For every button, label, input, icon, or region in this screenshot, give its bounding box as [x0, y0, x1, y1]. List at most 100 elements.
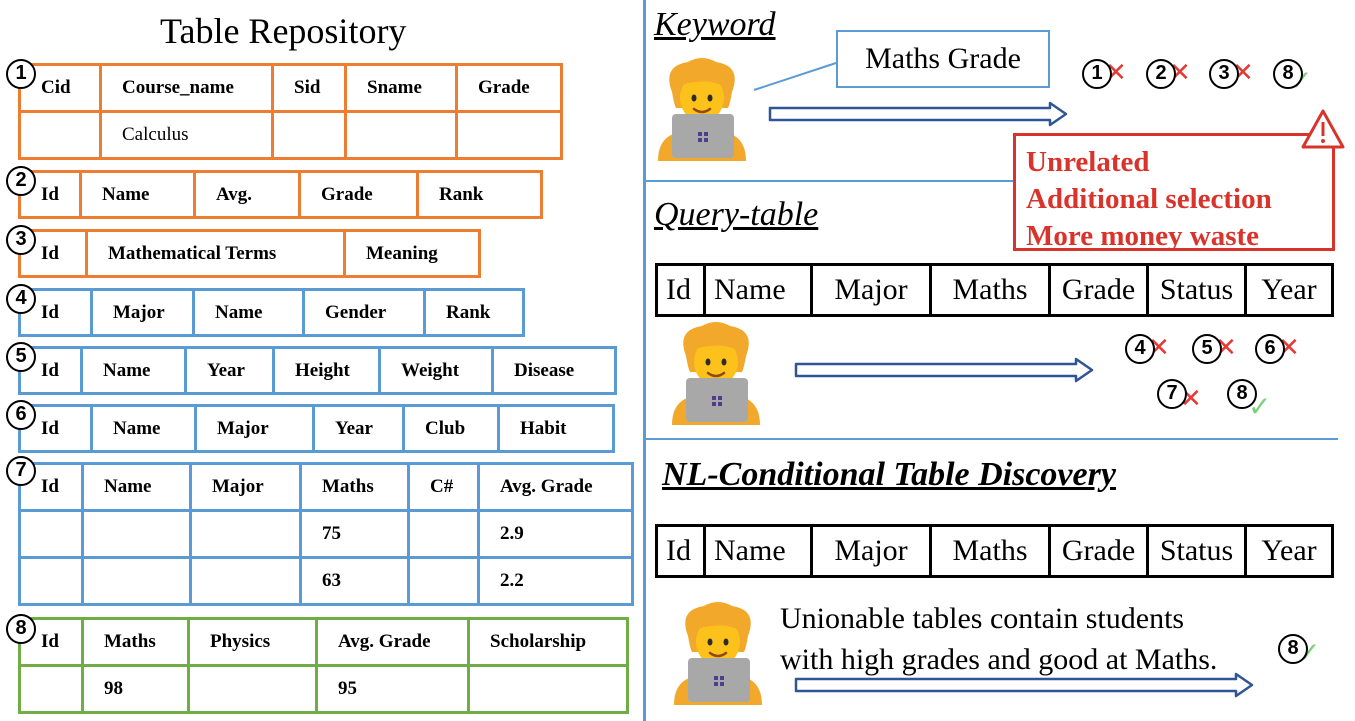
nl-condition-line: Unionable tables contain students	[780, 602, 1185, 635]
header-cell: Maths	[81, 617, 190, 667]
data-cell	[18, 664, 84, 714]
header-cell: Disease	[491, 346, 617, 395]
data-cell	[407, 556, 480, 606]
data-cell: 63	[299, 556, 410, 606]
query-header-cell: Status	[1146, 263, 1247, 317]
header-cell: Physics	[187, 617, 318, 667]
header-cell: Name	[80, 346, 187, 395]
data-cell	[467, 664, 629, 714]
repo-table-6: Id Name Major Year Club Habit	[18, 404, 615, 453]
repository-title: Table Repository	[160, 11, 407, 51]
header-cell: Avg. Grade	[315, 617, 470, 667]
header-cell: Rank	[423, 288, 525, 337]
header-cell: Meaning	[343, 229, 481, 278]
header-cell: Sname	[344, 63, 458, 113]
warning-line: More money waste	[1026, 220, 1260, 252]
repo-table-7: Id Name Major Maths C# Avg. Grade 75 2.9…	[18, 462, 634, 606]
query-header-cell: Year	[1244, 263, 1334, 317]
table-number-6: 6	[6, 400, 36, 430]
data-cell: 75	[299, 509, 410, 559]
table-number-3: 3	[6, 225, 36, 255]
header-cell: Name	[90, 404, 197, 453]
nl-conditional-title: NL-Conditional Table Discovery	[662, 456, 1116, 493]
result-number: 4	[1125, 334, 1155, 364]
result-number: 1	[1082, 59, 1112, 89]
data-cell	[189, 509, 302, 559]
query-header-cell: Id	[655, 524, 706, 578]
table-number-1: 1	[6, 59, 36, 89]
repo-table-3: Id Mathematical Terms Meaning	[18, 229, 481, 278]
header-cell: Avg.	[193, 170, 301, 219]
header-cell: Id	[18, 170, 82, 219]
header-cell: Grade	[455, 63, 563, 113]
data-cell	[271, 110, 347, 160]
query-table: Id Name Major Maths Grade Status Year	[655, 263, 1334, 317]
header-cell: Course_name	[99, 63, 274, 113]
right-arrow-icon	[794, 357, 1094, 383]
header-cell: Grade	[298, 170, 419, 219]
result-number: 5	[1192, 334, 1222, 364]
right-arrow-icon	[794, 672, 1254, 698]
repo-table-4: Id Major Name Gender Rank	[18, 288, 525, 337]
header-cell: Year	[184, 346, 275, 395]
header-cell: Name	[79, 170, 196, 219]
table-number-4: 4	[6, 284, 36, 314]
data-cell	[455, 110, 563, 160]
query-header-cell: Name	[703, 524, 813, 578]
warning-icon	[1301, 109, 1345, 149]
keyword-title: Keyword	[654, 6, 776, 43]
table-number-5: 5	[6, 342, 36, 372]
vertical-divider	[643, 0, 646, 721]
repo-table-1: Cid Course_name Sid Sname Grade Calculus	[18, 63, 563, 160]
data-cell	[18, 556, 84, 606]
repo-table-8: Id Maths Physics Avg. Grade Scholarship …	[18, 617, 629, 714]
query-header-cell: Status	[1146, 524, 1247, 578]
header-cell: Mathematical Terms	[85, 229, 346, 278]
query-header-cell: Grade	[1048, 524, 1149, 578]
header-cell: Maths	[299, 462, 410, 512]
table-number-2: 2	[6, 166, 36, 196]
table-number-8: 8	[6, 614, 36, 644]
table-number-7: 7	[6, 456, 36, 486]
result-number: 3	[1209, 59, 1239, 89]
data-cell	[407, 509, 480, 559]
data-cell	[189, 556, 302, 606]
header-cell: Year	[312, 404, 405, 453]
repo-table-5: Id Name Year Height Weight Disease	[18, 346, 617, 395]
query-header-cell: Major	[810, 263, 932, 317]
warning-line: Unrelated	[1026, 146, 1150, 178]
header-cell: Name	[81, 462, 192, 512]
warning-line: Additional selection	[1026, 183, 1272, 215]
data-cell	[18, 110, 102, 160]
query-header-cell: Year	[1244, 524, 1334, 578]
result-number: 8	[1273, 59, 1303, 89]
data-cell: 95	[315, 664, 470, 714]
person-at-laptop-icon	[656, 56, 748, 161]
section-divider-2	[646, 438, 1338, 440]
nl-condition-line: with high grades and good at Maths.	[780, 643, 1218, 676]
header-cell: Height	[272, 346, 381, 395]
section-divider-1	[646, 180, 1013, 182]
header-cell: Rank	[416, 170, 543, 219]
result-number: 8	[1227, 379, 1257, 409]
header-cell: Cid	[18, 63, 102, 113]
header-cell: Name	[192, 288, 305, 337]
keyword-query-box: Maths Grade	[836, 30, 1050, 88]
header-cell: C#	[407, 462, 480, 512]
data-cell: 2.2	[477, 556, 634, 606]
result-number: 7	[1157, 379, 1187, 409]
repo-table-2: Id Name Avg. Grade Rank	[18, 170, 543, 219]
person-at-laptop-icon	[670, 320, 762, 425]
data-cell	[18, 509, 84, 559]
header-cell: Club	[402, 404, 500, 453]
nl-query-table: Id Name Major Maths Grade Status Year	[655, 524, 1334, 578]
header-cell: Major	[189, 462, 302, 512]
header-cell: Major	[194, 404, 315, 453]
warning-box: Unrelated Additional selection More mone…	[1013, 133, 1335, 252]
callout-pointer	[753, 62, 837, 91]
query-header-cell: Major	[810, 524, 932, 578]
query-header-cell: Name	[703, 263, 813, 317]
query-header-cell: Grade	[1048, 263, 1149, 317]
header-cell: Sid	[271, 63, 347, 113]
data-cell	[81, 556, 192, 606]
